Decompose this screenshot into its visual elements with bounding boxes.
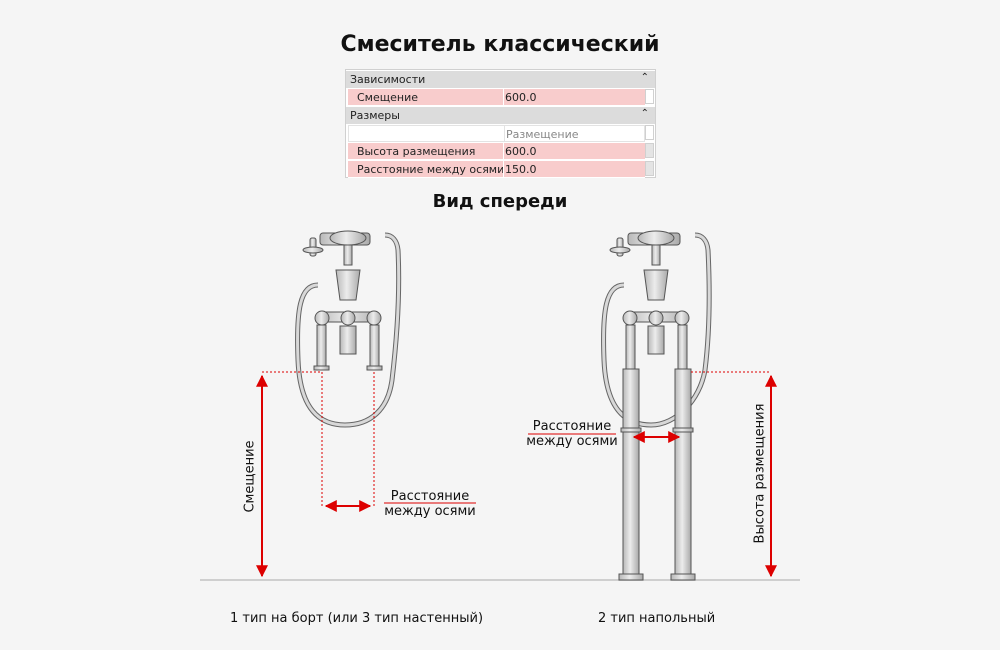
param-row-offset[interactable]: Смещение 600.0 [348,89,645,106]
axis-distance-label-right: Расстояние между осями [526,419,618,449]
param-value[interactable]: 600.0 [505,145,537,158]
param-name: Высота размещения [357,145,476,158]
param-value[interactable]: 600.0 [505,91,537,104]
group-label: Зависимости [350,73,426,86]
caption-type-2: 2 тип напольный [598,611,716,626]
left-leg [316,324,327,370]
page-title: Смеситель классический [340,32,660,57]
axis-label-line1: Расстояние [532,419,612,434]
left-upper-leg [625,324,636,371]
column-divider [504,126,505,141]
right-upper-leg [677,324,688,371]
axis-label-line1: Расстояние [390,489,470,504]
handset-grip [637,230,675,246]
spout-stem [651,244,661,266]
param-side-box [645,143,654,158]
left-handle-icon [622,310,638,326]
spout [647,325,665,355]
dimension-lines-left [256,371,476,578]
faucet-body [335,269,361,301]
spout-stem [343,244,353,266]
param-name: Расстояние между осями [357,163,505,176]
right-column [674,368,692,576]
handset-grip [329,230,367,246]
param-name: Смещение [357,91,418,104]
left-foot [618,573,644,581]
faucet-deck-mounted [295,230,402,428]
group-dependencies[interactable]: Зависимости ⌃ [346,71,655,88]
param-side-box [645,89,654,104]
group-label: Размеры [350,109,400,122]
left-column [622,368,640,576]
right-foot [670,573,696,581]
left-handle-icon [314,310,330,326]
axis-label-line2: между осями [526,434,618,449]
faucet-body [643,269,669,301]
shower-head [609,246,631,254]
collapse-icon[interactable]: ⌃ [640,72,649,83]
column-divider [503,161,504,177]
collapse-icon[interactable]: ⌃ [640,108,649,119]
param-side-box [645,161,654,176]
param-side-box [645,125,654,140]
height-label: Высота размещения [752,403,768,544]
right-leg [369,324,380,370]
right-handle-icon [366,310,382,326]
faucet-floor-standing [601,230,712,581]
offset-label: Смещение [242,440,258,513]
right-handle-icon [674,310,690,326]
axis-distance-label-left: Расстояние между осями [384,489,476,519]
param-value[interactable]: Размещение [506,128,579,141]
param-value[interactable]: 150.0 [505,163,537,176]
param-row-placement-height[interactable]: Высота размещения 600.0 [348,143,645,160]
caption-type-1: 1 тип на борт (или 3 тип настенный) [230,611,484,626]
column-divider [503,143,504,159]
column-divider [503,89,504,105]
shower-head [302,246,324,254]
axis-label-line2: между осями [384,504,476,519]
group-dimensions[interactable]: Размеры ⌃ [346,107,655,124]
view-subtitle: Вид спереди [432,191,568,212]
param-row-placement[interactable]: Размещение [348,125,645,142]
dimension-lines-right [528,371,777,578]
spout [339,325,357,355]
param-row-axis-distance[interactable]: Расстояние между осями 150.0 [348,161,645,178]
properties-panel: Зависимости ⌃ Смещение 600.0 Размеры ⌃ Р… [345,69,656,178]
